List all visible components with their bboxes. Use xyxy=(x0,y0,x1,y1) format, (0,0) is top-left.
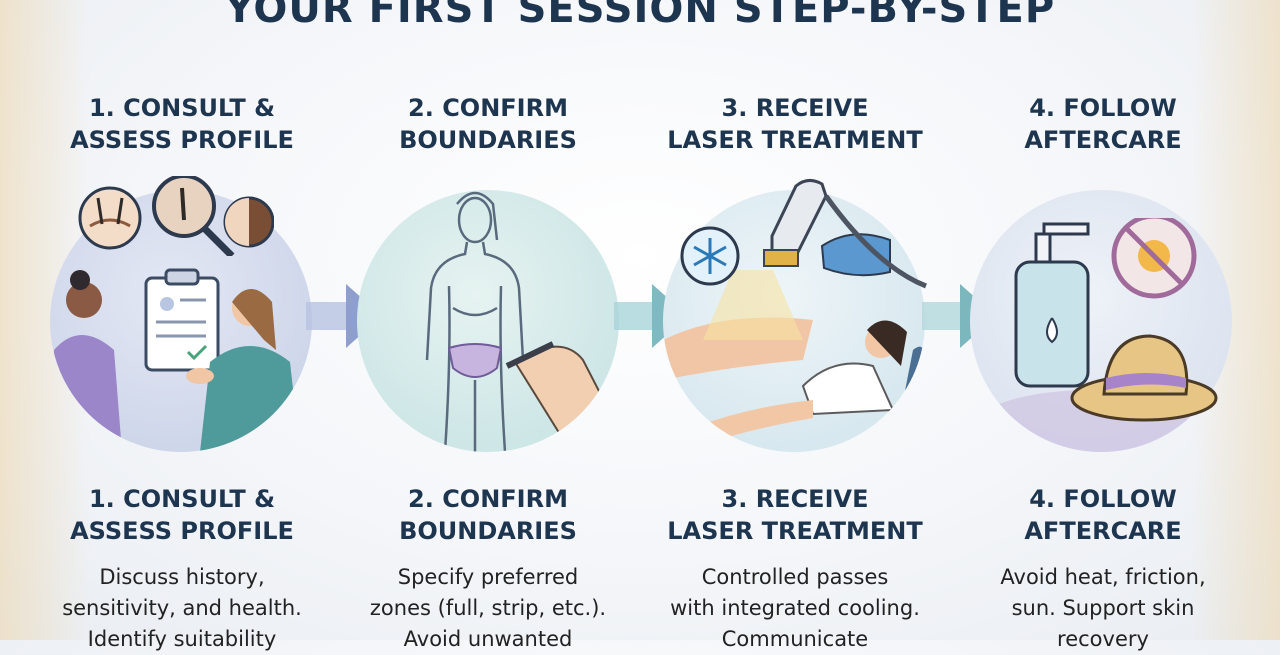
step-3-title: 3. RECEIVE LASER TREATMENT xyxy=(667,94,923,154)
sun-hat-icon xyxy=(1070,334,1218,422)
clipboard-icon xyxy=(144,268,220,372)
step-2-illustration xyxy=(357,190,619,452)
lotion-bottle-icon xyxy=(1014,222,1090,388)
step-4-title: 4. FOLLOW AFTERCARE xyxy=(1024,94,1182,154)
step-2-description: Specify preferred zones (full, strip, et… xyxy=(369,565,607,651)
step-1-caption-title: 1. CONSULT & ASSESS PROFILE xyxy=(70,485,294,545)
step-2-caption-title: 2. CONFIRM BOUNDARIES xyxy=(399,485,577,545)
step-2-title: 2. CONFIRM BOUNDARIES xyxy=(399,94,577,154)
step-4-description: Avoid heat, friction, sun. Support skin … xyxy=(1000,565,1206,651)
skin-assessment-icons xyxy=(78,176,274,256)
magnifier-icon xyxy=(152,176,235,256)
aftercare-icons xyxy=(1014,218,1218,422)
step-3-caption-title: 3. RECEIVE LASER TREATMENT xyxy=(667,485,923,545)
step-1-description: Discuss history, sensitivity, and health… xyxy=(62,565,302,651)
step-3-description: Controlled passes with integrated coolin… xyxy=(670,565,920,651)
no-sun-icon xyxy=(1111,218,1197,299)
snowflake-icon xyxy=(680,226,740,286)
step-1-title: 1. CONSULT & ASSESS PROFILE xyxy=(70,94,294,154)
laser-device-icons xyxy=(680,179,927,289)
step-4-caption-title: 4. FOLLOW AFTERCARE xyxy=(1024,485,1182,545)
page-title: YOUR FIRST SESSION STEP-BY-STEP xyxy=(224,0,1056,32)
